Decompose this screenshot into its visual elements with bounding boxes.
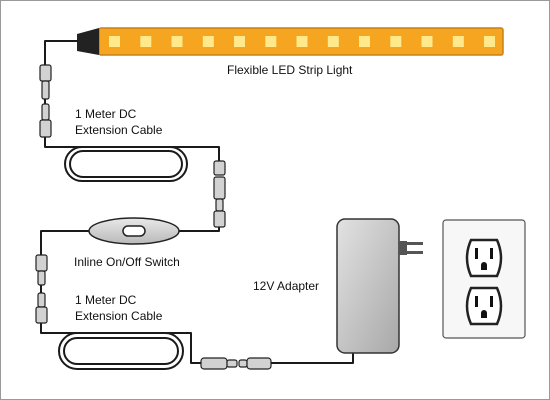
extension-cable-1-label-line2: Extension Cable xyxy=(75,123,163,137)
led-chips xyxy=(109,36,495,47)
led-strip-endcap xyxy=(77,28,99,55)
extension-cable-2-label-line2: Extension Cable xyxy=(75,309,163,323)
extension-cable-2-label-line1: 1 Meter DC xyxy=(75,293,137,307)
adapter-plug-base xyxy=(399,241,407,255)
inline-switch-button xyxy=(122,225,146,237)
wire-cable2-down xyxy=(40,322,202,364)
extension-cable-1 xyxy=(64,146,188,182)
inline-switch-label: Inline On/Off Switch xyxy=(74,255,180,269)
adapter-prong-top xyxy=(407,242,423,245)
led-chip xyxy=(234,36,245,47)
wire-switch-to-cable2 xyxy=(40,230,92,256)
led-strip xyxy=(77,27,504,56)
outlet-receptacles xyxy=(465,238,503,326)
power-adapter xyxy=(336,218,423,354)
led-chip xyxy=(390,36,402,47)
led-chip xyxy=(327,36,339,47)
led-chip xyxy=(140,36,152,47)
led-chip xyxy=(265,36,277,47)
dc-connector-1b xyxy=(39,103,52,138)
adapter-label: 12V Adapter xyxy=(253,279,320,293)
wall-outlet xyxy=(442,219,526,339)
extension-cable-1-label-line1: 1 Meter DC xyxy=(75,107,137,121)
led-chip xyxy=(359,36,370,47)
outlet-plate xyxy=(442,219,526,339)
cable-coil-2-outer xyxy=(58,332,184,370)
dc-connector-1a xyxy=(39,64,52,100)
led-chip xyxy=(421,36,433,47)
dc-connector-adapter-female xyxy=(238,357,272,370)
led-chip xyxy=(109,36,120,47)
outlet-receptacle xyxy=(465,286,503,326)
inline-switch xyxy=(88,217,180,245)
led-chip xyxy=(296,36,308,47)
dc-connector-2a xyxy=(213,160,226,200)
dc-connector-adapter-male xyxy=(200,357,238,370)
led-chip xyxy=(452,36,464,47)
extension-cable-2 xyxy=(58,332,184,370)
wire-strip-to-cable1 xyxy=(44,40,78,66)
dc-connector-2b xyxy=(213,198,226,228)
wire-connector-to-adapter xyxy=(270,352,354,364)
dc-connector-3a xyxy=(35,254,48,286)
led-chip xyxy=(171,36,183,47)
led-chip xyxy=(484,36,495,47)
dc-connector-3b xyxy=(35,292,48,324)
led-strip-label: Flexible LED Strip Light xyxy=(227,63,353,77)
outlet-receptacle xyxy=(465,238,503,278)
dc-connectors xyxy=(35,64,272,370)
cable-coil-1-inner xyxy=(69,150,183,178)
cable-coil-1-outer xyxy=(64,146,188,182)
cable-coil-2-inner xyxy=(63,337,179,365)
adapter-prong-bottom xyxy=(407,251,423,254)
led-chip xyxy=(202,36,214,47)
wire-cable1-to-switch xyxy=(176,198,220,232)
adapter-body xyxy=(336,218,400,354)
